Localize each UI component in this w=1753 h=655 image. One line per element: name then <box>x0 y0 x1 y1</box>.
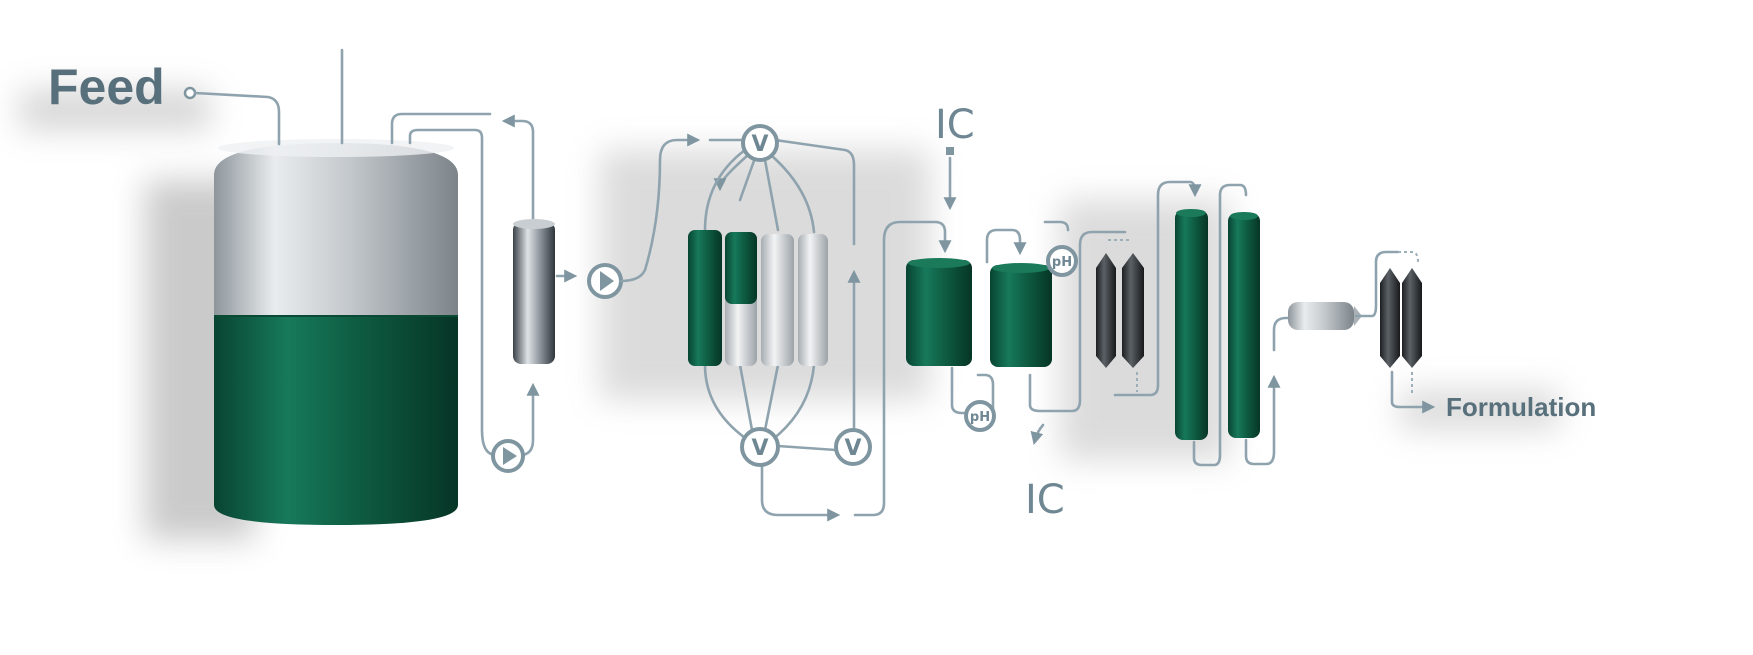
capture-column-1 <box>688 230 722 366</box>
feed-label: Feed <box>48 59 165 115</box>
valve-bottom-left-icon: V <box>740 427 780 467</box>
ph-probe-lower-icon: pH <box>964 400 996 432</box>
chromatography-column-2 <box>1228 212 1293 466</box>
ph-probe-upper-label: pH <box>1052 255 1072 270</box>
chromatography-column-1 <box>1175 183 1248 467</box>
valve-top-label: V <box>751 132 768 157</box>
feed-inlet-pipe <box>183 48 344 146</box>
clarification-filter <box>513 219 578 364</box>
recirculation-pump-icon <box>491 439 525 473</box>
inactivation-tank-1 <box>906 258 972 366</box>
ic-top-label: IC <box>935 102 975 148</box>
valve-bottom-left-label: V <box>751 436 768 461</box>
ic-top-feed-line <box>943 147 957 211</box>
polishing-membrane-pair <box>1096 180 1202 397</box>
valve-top-icon: V <box>741 124 779 162</box>
inactivation-tank-2 <box>990 263 1052 367</box>
ph-probe-upper-icon: pH <box>1046 245 1078 277</box>
feed-tank <box>214 139 458 525</box>
feed-pump-icon <box>587 133 701 299</box>
capture-column-2 <box>725 232 757 366</box>
inactivation-lines <box>950 220 1127 446</box>
nanofiltration-cartridge <box>1288 250 1419 330</box>
final-membrane-pair <box>1380 268 1436 414</box>
formulation-label: Formulation <box>1446 392 1596 422</box>
ic-bottom-label: IC <box>1025 477 1065 523</box>
valve-bottom-right-label: V <box>844 436 861 461</box>
valve-bottom-right-icon: V <box>834 428 872 466</box>
capture-column-4 <box>798 234 828 366</box>
valve-manifold-lines <box>703 138 952 522</box>
capture-column-3 <box>761 234 794 366</box>
ph-probe-lower-label: pH <box>970 410 990 425</box>
